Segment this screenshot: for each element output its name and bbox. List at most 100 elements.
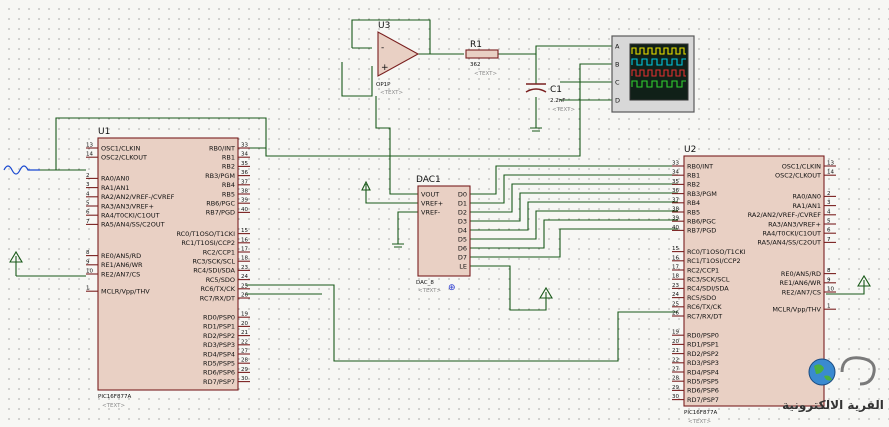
- dac-pin-d1[interactable]: D1: [458, 199, 467, 207]
- dac-pin-d3[interactable]: D3: [458, 217, 467, 225]
- dac-pin-d5[interactable]: D5: [458, 235, 467, 243]
- dac-pin-vout[interactable]: VOUT: [421, 190, 439, 198]
- dac-pin-d4[interactable]: D4: [458, 226, 467, 234]
- c1-capacitor[interactable]: C1 2.2nF <TEXT>: [525, 83, 575, 113]
- dac-pin-label: VOUT: [421, 190, 439, 198]
- dac-pin-d6[interactable]: D6: [458, 244, 467, 252]
- dac-pin-d2[interactable]: D2: [458, 208, 467, 216]
- oscilloscope-traces: [631, 47, 686, 88]
- r1-resistor[interactable]: R1 362 <TEXT>: [465, 40, 499, 77]
- u1-pin-label: RC5/SDO: [206, 276, 235, 284]
- sine-source-icon[interactable]: [3, 165, 40, 175]
- u3-plus-sign: +: [381, 63, 389, 73]
- dac-pin-le[interactable]: LE: [459, 262, 467, 270]
- dac-pin-vref+[interactable]: VREF+: [421, 199, 443, 207]
- dac-pin-d0[interactable]: D0: [458, 190, 467, 198]
- u1-pin-label: RE0/AN5/RD: [101, 252, 141, 260]
- dac-pin-d7[interactable]: D7: [458, 253, 467, 261]
- u1-pin-label: RD5/PSP5: [203, 360, 235, 368]
- dac-pin-vref-[interactable]: VREF-: [421, 208, 441, 216]
- u1-pin-number: 5: [86, 201, 90, 207]
- u1-pin-number: 26: [241, 293, 248, 299]
- dac-chip[interactable]: DAC1 DAC_8 <TEXT> VOUTVREF+VREF-D0D1D2D3…: [416, 175, 471, 294]
- u3-opamp[interactable]: - + U3 OP1P <TEXT>: [376, 21, 420, 96]
